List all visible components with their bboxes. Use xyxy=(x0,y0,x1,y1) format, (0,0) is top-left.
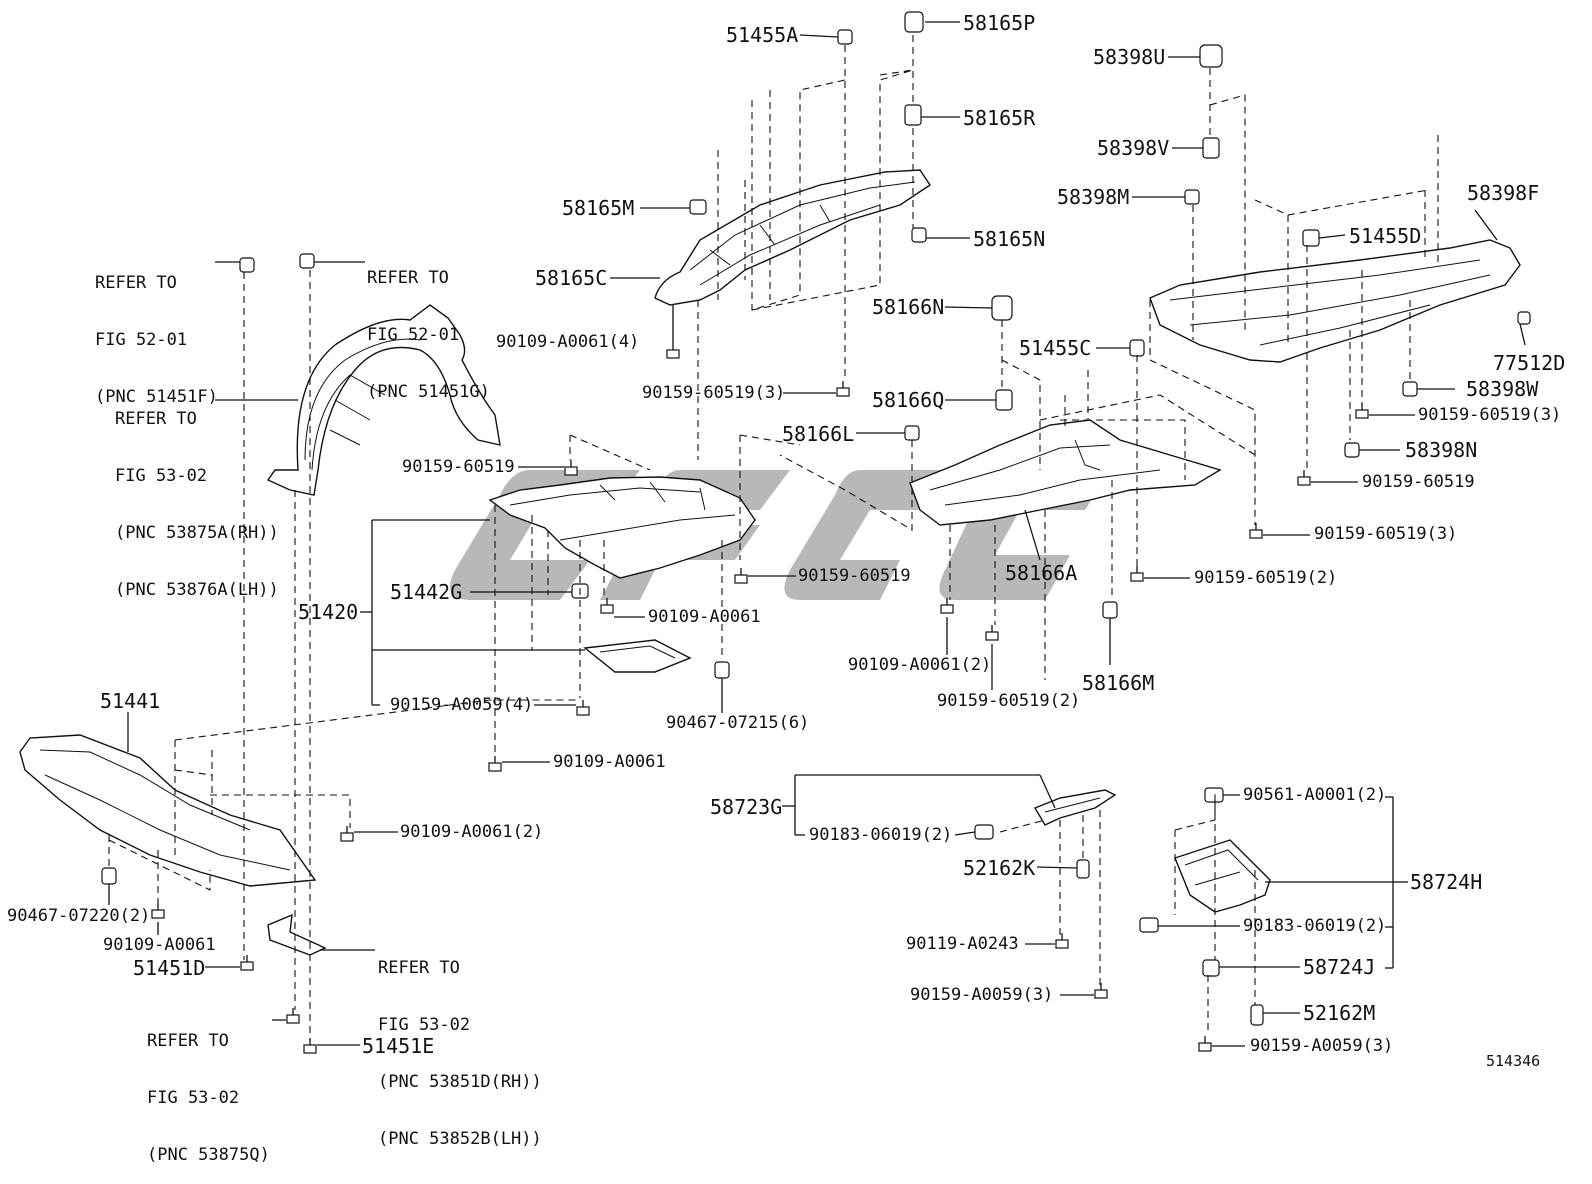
callout-58165r: 58165R xyxy=(963,106,1036,130)
reference-line: (PNC 53852B(LH)) xyxy=(378,1129,542,1149)
callout-58724h: 58724H xyxy=(1410,870,1483,894)
callout-51442g: 51442G xyxy=(390,580,463,604)
reference-line: REFER TO xyxy=(378,958,460,978)
center-cover-part xyxy=(909,419,1222,526)
callout-51451e: 51451E xyxy=(362,1034,435,1058)
callout-90109-a0061-2-l: 90109-A0061(2) xyxy=(400,822,544,842)
reference-line: (PNC 53875Q) xyxy=(147,1145,270,1165)
reference-line: (PNC 53876A(LH)) xyxy=(115,580,279,600)
engine-under-cover-part xyxy=(488,476,756,579)
callout-58166m: 58166M xyxy=(1082,671,1155,695)
reference-line: (PNC 53875A(RH)) xyxy=(115,523,279,543)
callout-58398n: 58398N xyxy=(1405,438,1478,462)
callout-90159-a0059-3-a: 90159-A0059(3) xyxy=(910,985,1054,1005)
reference-fig-52-01-51451f: REFER TO FIG 52-01 (PNC 51451F) xyxy=(95,236,218,426)
reference-fig-52-01-51451g: REFER TO FIG 52-01 (PNC 51451G) xyxy=(367,231,490,421)
callout-90159-60519-2-r: 90159-60519(2) xyxy=(1194,568,1338,588)
left-under-cover-part xyxy=(19,734,317,887)
callout-90109-a0061-c2: 90109-A0061 xyxy=(553,752,666,772)
callout-58398f: 58398F xyxy=(1467,181,1540,205)
reference-line: (PNC 51451F) xyxy=(95,387,218,407)
small-plate-part xyxy=(583,639,692,673)
callout-90159-60519-c2: 90159-60519 xyxy=(798,566,911,586)
callout-58166l: 58166L xyxy=(782,422,855,446)
callout-51441: 51441 xyxy=(100,689,161,713)
callout-58165n: 58165N xyxy=(973,227,1046,251)
side-cover-part xyxy=(1149,239,1521,363)
callout-51420: 51420 xyxy=(298,600,359,624)
callout-90109-a0061-2-c: 90109-A0061(2) xyxy=(848,655,992,675)
callout-58166a: 58166A xyxy=(1005,561,1078,585)
callout-90109-a0061-c: 90109-A0061 xyxy=(648,607,761,627)
callout-90109-a0061-4: 90109-A0061(4) xyxy=(496,332,640,352)
callout-58724j: 58724J xyxy=(1303,955,1376,979)
callout-58165c: 58165C xyxy=(535,266,608,290)
callout-52162m: 52162M xyxy=(1303,1001,1376,1025)
callout-90159-a0059-4: 90159-A0059(4) xyxy=(390,695,534,715)
diagram-id: 514346 xyxy=(1486,1052,1541,1070)
reference-line: REFER TO xyxy=(147,1031,229,1051)
reference-fig-53-02-liner: REFER TO FIG 53-02 (PNC 53875A(RH)) (PNC… xyxy=(115,372,279,619)
callout-58166n: 58166N xyxy=(872,295,945,319)
reference-line: (PNC 53851D(RH)) xyxy=(378,1072,542,1092)
clip-fasteners xyxy=(101,11,1531,1026)
callout-90183-06019-2-a: 90183-06019(2) xyxy=(809,825,953,845)
callout-77512d: 77512D xyxy=(1493,351,1566,375)
callout-58398u: 58398U xyxy=(1093,45,1166,69)
reference-line: (PNC 51451G) xyxy=(367,382,490,402)
bolt-fasteners xyxy=(151,343,1369,1054)
callout-58165p: 58165P xyxy=(963,11,1036,35)
callout-90159-60519-c: 90159-60519 xyxy=(402,457,515,477)
callout-90159-60519-2-c: 90159-60519(2) xyxy=(937,691,1081,711)
reference-line: REFER TO xyxy=(367,268,449,288)
reference-line: FIG 53-02 xyxy=(115,466,208,486)
callout-58398v: 58398V xyxy=(1097,136,1170,160)
diagram-artwork xyxy=(19,11,1531,1054)
reference-line: REFER TO xyxy=(115,409,197,429)
callout-58166q: 58166Q xyxy=(872,388,945,412)
cover-58724h-part xyxy=(1174,839,1271,913)
seal-part xyxy=(267,913,327,956)
leader-lines xyxy=(108,21,1526,1047)
reference-line: REFER TO xyxy=(95,273,177,293)
callout-51455c: 51455C xyxy=(1019,336,1092,360)
reference-fig-53-02-seal: REFER TO FIG 53-02 (PNC 53851D(RH)) (PNC… xyxy=(378,921,542,1168)
callout-90159-60519-r: 90159-60519 xyxy=(1362,472,1475,492)
callout-90159-60519-3-c: 90159-60519(3) xyxy=(642,383,786,403)
reference-line: FIG 52-01 xyxy=(95,330,188,350)
callout-58398w: 58398W xyxy=(1466,377,1539,401)
callout-90183-06019-2-b: 90183-06019(2) xyxy=(1243,916,1387,936)
callout-51455a: 51455A xyxy=(726,23,799,47)
callout-90467-07215-6: 90467-07215(6) xyxy=(666,713,810,733)
callout-90109-a0061-l: 90109-A0061 xyxy=(103,935,216,955)
callout-90561-a0001-2: 90561-A0001(2) xyxy=(1243,785,1387,805)
callout-90159-a0059-3-b: 90159-A0059(3) xyxy=(1250,1036,1394,1056)
reference-line: FIG 53-02 xyxy=(378,1015,471,1035)
callout-58165m: 58165M xyxy=(562,196,635,220)
callout-58398m: 58398M xyxy=(1057,185,1130,209)
reference-fig-53-02-53875q: REFER TO FIG 53-02 (PNC 53875Q) xyxy=(147,994,270,1184)
callout-90159-60519-3-r2: 90159-60519(3) xyxy=(1314,524,1458,544)
callout-58723g: 58723G xyxy=(710,795,783,819)
callout-51451d: 51451D xyxy=(133,956,206,980)
callout-90467-07220-2: 90467-07220(2) xyxy=(7,906,151,926)
callout-90119-a0243: 90119-A0243 xyxy=(906,934,1019,954)
reference-line: FIG 52-01 xyxy=(367,325,460,345)
callout-51455d: 51455D xyxy=(1349,224,1422,248)
bracket-58723g-part xyxy=(1033,789,1117,826)
callout-52162k: 52162K xyxy=(963,856,1036,880)
alignment-dashes xyxy=(108,35,1439,1040)
front-bracket-part xyxy=(654,169,931,306)
fender-liner-part xyxy=(266,304,501,496)
callout-90159-60519-3-r: 90159-60519(3) xyxy=(1418,405,1562,425)
parts-diagram: 51455A 58165P 58165R 58165M 58165N 58165… xyxy=(7,11,1566,1165)
